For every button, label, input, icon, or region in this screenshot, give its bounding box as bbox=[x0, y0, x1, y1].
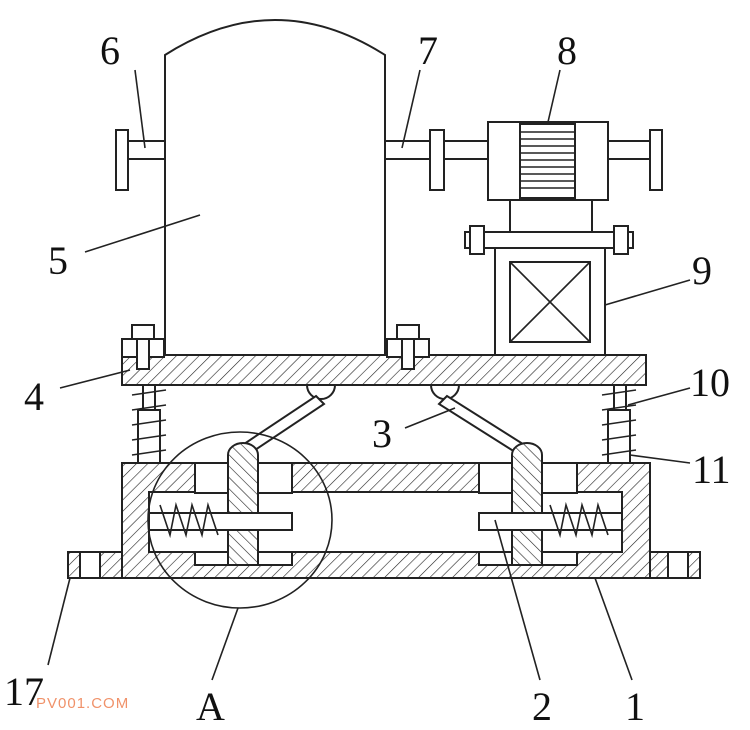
detail-circle-a bbox=[147, 431, 333, 609]
watermark: PV001.COM bbox=[36, 695, 130, 712]
label-3: 3 bbox=[372, 411, 392, 456]
label-5: 5 bbox=[48, 238, 68, 283]
bolt bbox=[121, 324, 430, 370]
slider bbox=[148, 442, 623, 566]
label-1: 1 bbox=[625, 684, 645, 729]
inlet-pipe bbox=[115, 129, 166, 191]
top-plate bbox=[121, 354, 647, 386]
label-a: A bbox=[196, 684, 225, 729]
label-7: 7 bbox=[418, 28, 438, 73]
label-9: 9 bbox=[692, 248, 712, 293]
pump-support bbox=[464, 225, 634, 356]
leader-lines bbox=[47, 69, 691, 681]
label-17: 17 bbox=[4, 669, 44, 714]
label-2: 2 bbox=[532, 684, 552, 729]
label-6: 6 bbox=[100, 28, 120, 73]
label-10: 10 bbox=[690, 360, 730, 405]
label-11: 11 bbox=[692, 447, 731, 492]
tank bbox=[164, 19, 386, 356]
label-8: 8 bbox=[557, 28, 577, 73]
label-4: 4 bbox=[24, 374, 44, 419]
outlet-pipe bbox=[384, 129, 489, 191]
pump-motor bbox=[487, 121, 663, 233]
spring-column bbox=[131, 384, 637, 464]
